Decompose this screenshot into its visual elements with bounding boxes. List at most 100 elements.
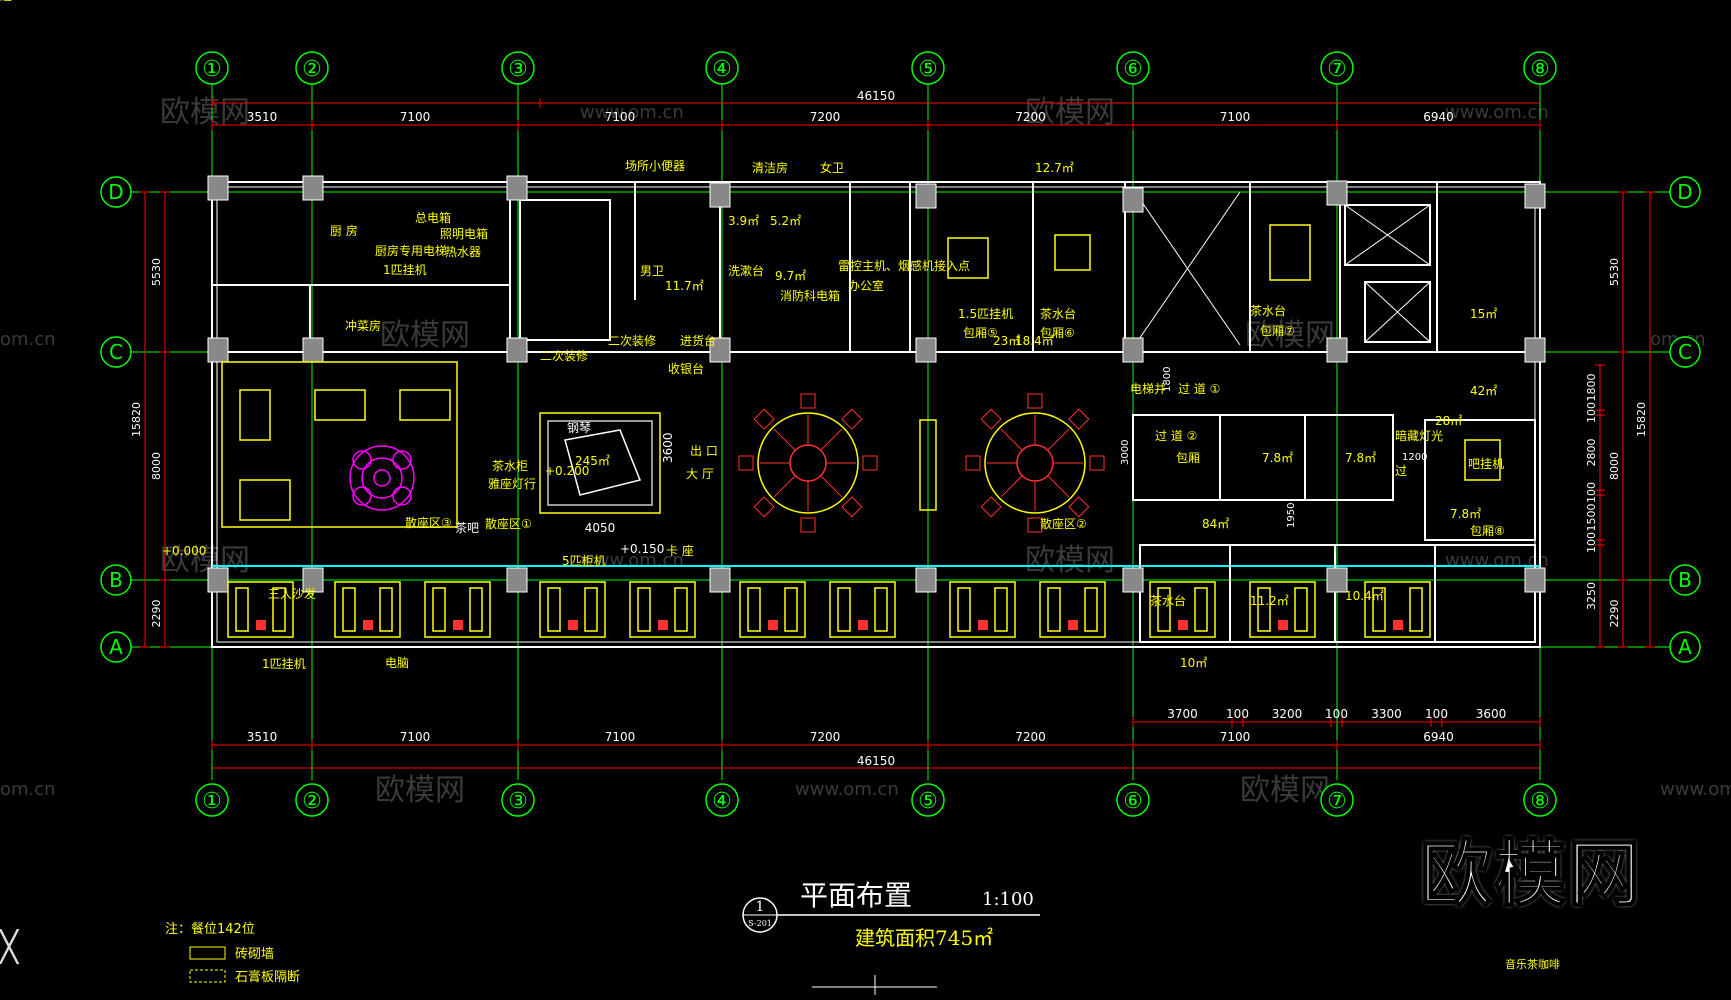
grid-bubble [100, 176, 132, 208]
structural-column [1326, 180, 1348, 206]
chair [862, 455, 878, 471]
structural-column [302, 337, 324, 363]
room-label: 卡 座 [666, 543, 694, 558]
booth-seat [432, 587, 446, 632]
dim-label: 7100 [605, 110, 636, 124]
private-rooms-block [1132, 414, 1394, 501]
grid-bubble [911, 51, 945, 85]
structural-column [1326, 567, 1348, 593]
booth-seat [674, 587, 688, 632]
booth-seat [272, 587, 286, 632]
dim-label: 100 [1585, 402, 1598, 423]
grid-label-row: D [1677, 180, 1692, 204]
chair [753, 408, 775, 430]
grid-label-col: ⑧ [1530, 57, 1550, 82]
title-block: 1 S-201 平面布置 1:100 建筑面积745㎡ [742, 879, 1040, 995]
dim-label: 5530 [150, 258, 163, 286]
grid-label-col: ⑤ [918, 57, 938, 82]
booth-seat [994, 587, 1008, 632]
room-label: 雷控主机、烟感机接入点 [838, 258, 970, 273]
room-label: 场所小便器 [625, 159, 685, 173]
ucs-crosshair-icon: ╳ [0, 930, 19, 965]
room-label: 过 道 ② [1155, 429, 1197, 443]
booth-table-icon [978, 620, 988, 630]
room-label: 厨 房 [330, 223, 358, 238]
grid-bubble [1523, 51, 1557, 85]
room-label: 245㎡ [575, 454, 610, 468]
room-label: 包厢⑥ [1040, 326, 1075, 340]
legend-swatch-brick [189, 946, 226, 960]
room-label: 茶水柜 [492, 458, 528, 473]
booth [227, 581, 294, 638]
round-table-spoke [1000, 475, 1023, 498]
grid-bubble [1669, 336, 1701, 368]
room-label: 5匹柜机 [562, 554, 606, 568]
structural-column [302, 567, 324, 593]
room-label: 11.2㎡ [1250, 594, 1289, 608]
legend-label-brick: 砖砌墙 [235, 947, 274, 962]
structural-column [207, 567, 229, 593]
dim-label: 1800 [1585, 374, 1598, 402]
grid-label-col: ⑦ [1327, 789, 1347, 814]
room-label: 包厢⑤ [963, 326, 998, 340]
watermark: www.om.cn [1660, 779, 1731, 800]
room-label: 1匹挂机 [383, 263, 427, 277]
dim-label: 1800 [1162, 367, 1173, 392]
room-label: 收银台 [668, 361, 704, 376]
structural-column [709, 182, 731, 208]
elevator [1364, 281, 1431, 343]
grid-label-col: ① [202, 789, 222, 814]
wall-layer [211, 181, 1541, 648]
grid-label-col: ⑧ [1530, 789, 1550, 814]
dim-label: 100 [1585, 532, 1598, 553]
grid-bubble [1320, 51, 1354, 85]
booth-table-icon [658, 620, 668, 630]
dim-label: 4050 [585, 521, 616, 535]
booth-seat [547, 587, 561, 632]
sofa [314, 389, 366, 421]
structural-column [915, 337, 937, 363]
legend-swatch-gypsum [189, 969, 226, 983]
grid-label-col: ① [202, 57, 222, 82]
booth-seat [1372, 587, 1386, 632]
room-label: 23㎡ [993, 334, 1020, 348]
room-label: 7.8㎡ [1450, 507, 1481, 521]
booth [1149, 581, 1216, 638]
booth-seat [1047, 587, 1061, 632]
dim-label: 3250 [1585, 582, 1598, 610]
watermark: 欧模网 [160, 543, 250, 578]
booth [334, 581, 401, 638]
grid-bubble [501, 51, 535, 85]
structural-column [915, 183, 937, 209]
grid-bubble [705, 51, 739, 85]
room-label: 男卫 [640, 264, 664, 278]
room-label: 茶水台 [1150, 593, 1186, 608]
booth-table-icon [1278, 620, 1288, 630]
grid-label-row: C [109, 340, 123, 364]
dim-label: 1950 [1286, 503, 1297, 528]
grid-label-col: ⑦ [1327, 57, 1347, 82]
room-label: 电脑 [385, 656, 409, 670]
drawing-scale: 1:100 [982, 889, 1034, 910]
booth-table-icon [858, 620, 868, 630]
dim-label: 6940 [1423, 730, 1454, 744]
booth [1039, 581, 1106, 638]
chair [841, 496, 863, 518]
booth-seat [637, 587, 651, 632]
table [947, 237, 989, 279]
room-label: 进货台 [680, 333, 716, 348]
lounge-area [221, 361, 458, 528]
room-label: 42㎡ [1470, 384, 1497, 398]
room-label: 道 [0, 0, 12, 3]
room-label: 热水器 [445, 245, 481, 259]
grid-bubble [195, 783, 229, 817]
booth-seat [342, 587, 356, 632]
column-layer [207, 175, 1546, 593]
dim-total-right: 15820 [1635, 402, 1648, 437]
furniture-layer [221, 224, 1501, 638]
dim-label: 7200 [1015, 110, 1046, 124]
room-label: 包厢 [1176, 451, 1200, 465]
piano-stage [539, 412, 661, 514]
room-label: 9.7㎡ [775, 269, 806, 283]
room-label: 二次装修 [540, 348, 588, 363]
